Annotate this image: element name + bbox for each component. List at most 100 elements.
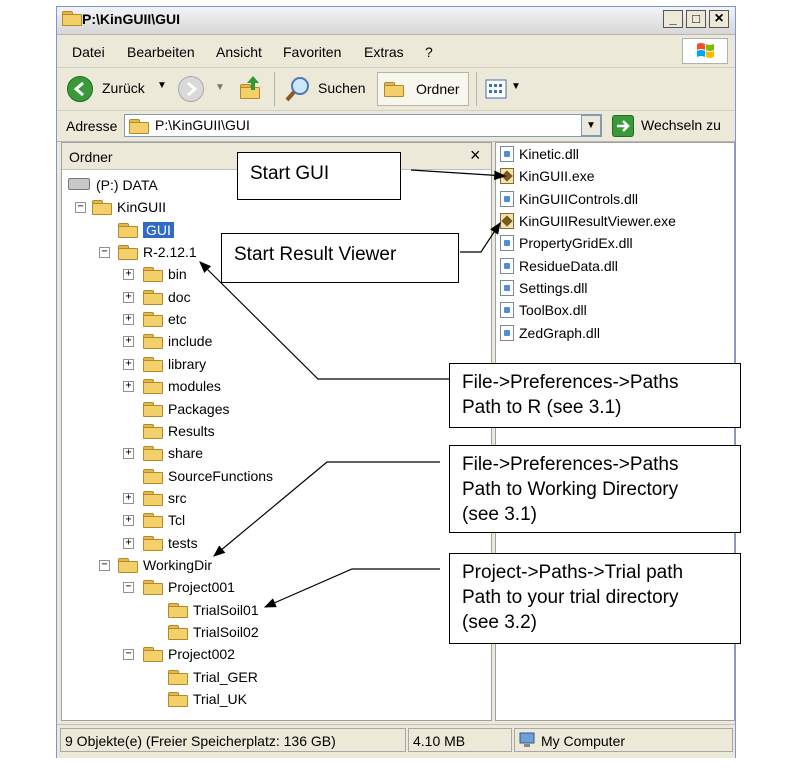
tree-item[interactable]: (P:) DATA — [68, 175, 158, 195]
file-item[interactable]: Kinetic.dll — [500, 144, 579, 164]
views-button[interactable]: ▼ — [484, 77, 524, 101]
expand-icon[interactable]: + — [123, 515, 134, 527]
file-item[interactable]: KinGUIIResultViewer.exe — [500, 211, 676, 231]
folder-icon — [143, 535, 163, 551]
expand-icon[interactable]: + — [123, 269, 134, 281]
back-dropdown-icon[interactable]: ▼ — [157, 80, 167, 91]
folder-icon — [92, 200, 112, 216]
file-item[interactable]: ToolBox.dll — [500, 300, 587, 320]
collapse-icon[interactable]: − — [99, 559, 110, 571]
tree-item[interactable]: SourceFunctions — [143, 466, 273, 486]
collapse-icon[interactable]: − — [123, 582, 134, 594]
search-label: Suchen — [318, 80, 366, 96]
tree-item-label: Project002 — [168, 646, 235, 663]
arrow-start-gui — [410, 169, 507, 181]
folder-icon — [143, 401, 163, 417]
tree-item[interactable]: etc — [143, 309, 187, 329]
menu-help[interactable]: ? — [425, 44, 433, 60]
menu-extras[interactable]: Extras — [364, 44, 404, 60]
maximize-button[interactable]: □ — [686, 10, 706, 28]
tree-item-label: WorkingDir — [143, 556, 212, 573]
expand-icon[interactable]: + — [123, 381, 134, 393]
folder-icon — [143, 446, 163, 462]
file-item[interactable]: PropertyGridEx.dll — [500, 233, 633, 253]
arrow-start-result-viewer — [460, 221, 501, 253]
file-item[interactable]: KinGUIIControls.dll — [500, 189, 638, 209]
status-location: My Computer — [514, 728, 733, 752]
executable-icon — [500, 213, 514, 230]
expand-icon[interactable]: + — [123, 336, 134, 348]
tree-item[interactable]: Project002 — [143, 644, 235, 664]
collapse-icon[interactable]: − — [99, 247, 110, 259]
expand-icon[interactable]: + — [123, 358, 134, 370]
file-item[interactable]: ResidueData.dll — [500, 256, 618, 276]
tree-item[interactable]: modules — [143, 376, 221, 396]
tree-item[interactable]: src — [143, 488, 187, 508]
folder-up-button[interactable] — [236, 74, 266, 104]
callout-path-trial-line2: Path to your trial directory — [462, 587, 679, 608]
menu-datei[interactable]: Datei — [72, 44, 105, 60]
tree-item[interactable]: doc — [143, 287, 191, 307]
collapse-icon[interactable]: − — [75, 202, 86, 214]
expand-icon[interactable]: + — [123, 537, 134, 549]
tree-item[interactable]: Trial_GER — [168, 667, 258, 687]
expand-icon[interactable]: + — [123, 492, 134, 504]
menu-bar — [57, 35, 735, 68]
up-arrow-icon — [247, 76, 259, 90]
tree-item[interactable]: TrialSoil02 — [168, 622, 259, 642]
folders-pane-close-button[interactable]: × — [470, 145, 481, 165]
minimize-button[interactable]: _ — [663, 10, 683, 28]
tree-item[interactable]: Results — [143, 421, 215, 441]
tree-item[interactable]: GUI — [118, 220, 174, 240]
tree-item[interactable]: TrialSoil01 — [168, 600, 259, 620]
file-item[interactable]: Settings.dll — [500, 278, 587, 298]
tree-item[interactable]: share — [143, 443, 203, 463]
address-dropdown-button[interactable]: ▼ — [581, 115, 601, 136]
windows-logo-icon — [682, 38, 728, 64]
tree-item-label: (P:) DATA — [96, 177, 158, 193]
tree-item-label: tests — [168, 534, 198, 551]
callout-path-trial: Project->Paths->Trial path Path to your … — [449, 553, 741, 644]
folder-icon — [168, 602, 188, 618]
address-input[interactable]: P:\KinGUII\GUI — [124, 114, 602, 137]
menu-favoriten[interactable]: Favoriten — [283, 44, 342, 60]
menu-bearbeiten[interactable]: Bearbeiten — [127, 44, 195, 60]
file-item[interactable]: ZedGraph.dll — [500, 323, 600, 343]
back-button[interactable]: Zurück ▼ — [64, 73, 174, 105]
folder-icon — [143, 356, 163, 372]
tree-item[interactable]: tests — [143, 533, 198, 553]
collapse-icon[interactable]: − — [123, 649, 134, 661]
forward-button[interactable] — [178, 76, 204, 102]
tree-item-label: bin — [168, 266, 187, 283]
forward-dropdown-icon[interactable]: ▼ — [215, 82, 225, 93]
close-button[interactable]: × — [709, 10, 729, 28]
folder-icon — [143, 513, 163, 529]
tree-item[interactable]: include — [143, 331, 212, 351]
tree-item[interactable]: Packages — [143, 399, 229, 419]
file-name: ToolBox.dll — [519, 302, 587, 319]
expand-icon[interactable]: + — [123, 448, 134, 460]
tree-item-label: TrialSoil01 — [193, 601, 259, 618]
tree-item[interactable]: WorkingDir — [118, 555, 212, 575]
folders-toggle-button[interactable]: Ordner — [377, 72, 469, 106]
expand-icon[interactable]: + — [123, 314, 134, 326]
menu-ansicht[interactable]: Ansicht — [216, 44, 262, 60]
go-button[interactable]: Wechseln zu — [609, 113, 729, 139]
file-name: Kinetic.dll — [519, 146, 579, 162]
folder-icon — [168, 669, 188, 685]
expand-icon[interactable]: + — [123, 291, 134, 303]
tree-item[interactable]: Trial_UK — [168, 689, 247, 709]
tree-item-label: TrialSoil02 — [193, 624, 259, 640]
address-label: Adresse — [66, 118, 118, 134]
search-button[interactable]: Suchen — [282, 73, 372, 105]
tree-item-label: SourceFunctions — [168, 467, 274, 484]
tree-item[interactable]: Project001 — [143, 577, 235, 597]
tree-item[interactable]: KinGUII — [92, 197, 166, 217]
folders-label: Ordner — [416, 81, 460, 97]
tree-item[interactable]: Tcl — [143, 510, 185, 530]
folder-title-icon — [62, 11, 82, 27]
tree-item[interactable]: bin — [143, 264, 187, 284]
tree-item[interactable]: library — [143, 354, 206, 374]
tree-item[interactable]: R-2.12.1 — [118, 242, 197, 262]
folder-icon — [118, 245, 138, 261]
